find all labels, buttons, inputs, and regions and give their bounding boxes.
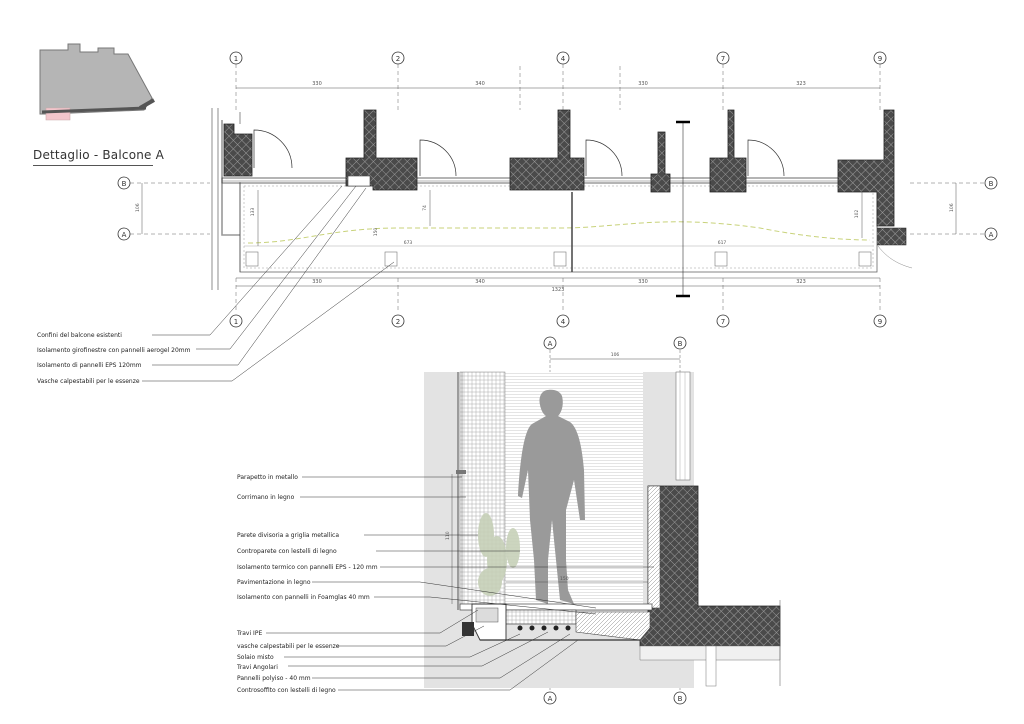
grid-marker-top: 4 [556,51,570,65]
row-marker: A [984,227,998,241]
svg-text:1: 1 [234,55,238,63]
svg-text:B: B [678,340,683,348]
dim-text: 330 [312,279,322,285]
section-axis-marker: B [673,336,687,350]
svg-text:4: 4 [561,318,566,326]
dim-text: 110 [445,531,451,540]
row-marker: A [117,227,131,241]
svg-text:B: B [989,180,994,188]
section-legend-upper: Parapetto in metallo Corrimano in legno … [237,474,378,601]
door-swings [253,129,785,177]
dim-text: 323 [796,279,806,285]
svg-text:A: A [989,231,994,239]
dim-text: 330 [312,81,322,87]
plan-legend: Confini del balcone esistenti Isolamento… [37,332,191,385]
planters [245,251,872,267]
plan-label: Confini del balcone esistenti [37,332,122,339]
section-label: Controparete con lestelli di legno [237,548,337,555]
top-dimensions: 330 340 330 323 [312,81,806,87]
grid-marker-bottom: 4 [556,314,570,328]
section-axis-marker: B [673,691,687,705]
drawing-title: Dettaglio - Balcone A [33,148,165,162]
section-legend-lower: Travi IPE vasche calpestabili per le ess… [236,630,340,694]
dim-text: 133 [250,208,256,217]
svg-text:7: 7 [721,318,725,326]
grid-marker-bottom: 2 [391,314,405,328]
grid-marker-bottom: 1 [229,314,243,328]
svg-text:A: A [548,695,553,703]
dim-text: 15 [374,181,380,186]
key-plan-thumbnail [39,43,155,121]
section-label: Parapetto in metallo [237,474,298,481]
svg-text:2: 2 [396,318,400,326]
human-figure [518,389,585,604]
title-underline [33,165,153,166]
section-label: Controsoffito con lestelli di legno [237,687,336,694]
svg-text:9: 9 [878,318,882,326]
section-axis-marker: A [543,691,557,705]
svg-text:A: A [548,340,553,348]
section-label: Solaio misto [237,654,274,661]
bottom-dimensions: 330 340 330 323 1323 [312,279,806,293]
plan-label: Isolamento girofinestre con pannelli aer… [37,347,191,354]
dim-text: 617 [718,240,727,246]
svg-text:9: 9 [878,55,882,63]
section-label: Corrimano in legno [237,494,295,501]
grid-marker-top: 1 [229,51,243,65]
dim-text: 330 [638,81,648,87]
grid-marker-top: 9 [873,51,887,65]
svg-text:A: A [122,231,127,239]
svg-text:B: B [678,695,683,703]
svg-text:1: 1 [234,318,238,326]
dim-text: 106 [949,203,955,212]
plan-label: Vasche calpestabili per le essenze [37,378,140,385]
section-label: Travi IPE [236,630,262,637]
dim-text: 150 [560,576,569,582]
dim-text: 323 [796,81,806,87]
dim-text: 74 [422,205,428,211]
grid-axes-top: 1 2 4 7 9 [229,51,887,65]
section-label: Parete divisoria a griglia metallica [237,532,339,539]
svg-text:4: 4 [561,55,566,63]
grid-axes-bottom: 1 2 4 7 9 [229,314,887,328]
plan-label: Isolamento di pannelli EPS 120mm [37,362,142,369]
dim-text: 673 [404,240,413,246]
dim-text: 340 [475,279,485,285]
section-axis-marker: A [543,336,557,350]
grid-marker-top: 7 [716,51,730,65]
section-label: Isolamento termico con pannelli EPS - 12… [237,564,378,571]
grid-marker-bottom: 7 [716,314,730,328]
row-marker: B [984,176,998,190]
svg-text:7: 7 [721,55,725,63]
section-label: Pavimentazione in legno [237,579,311,586]
section-label: Travi Angolari [236,664,278,671]
balcony-section: A B A B 106 106 [236,336,781,705]
total-dim: 1323 [552,287,565,293]
section-label: Pannelli polyiso - 40 mm [237,675,311,682]
dim-text: 106 [135,203,141,212]
dim-text: 330 [638,279,648,285]
section-label: Isolamento con pannelli in Foamglas 40 m… [237,594,370,601]
grid-marker-top: 2 [391,51,405,65]
svg-text:2: 2 [396,55,400,63]
row-marker: B [117,176,131,190]
svg-text:B: B [122,180,127,188]
dim-text: 340 [475,81,485,87]
dim-text: 102 [854,210,860,219]
wall-piers [223,109,895,227]
plant-silhouette [478,513,520,596]
dim-text: 106 [611,352,620,358]
section-label: vasche calpestabili per le essenze [237,643,340,650]
grid-marker-bottom: 9 [873,314,887,328]
dim-text: 150 [373,228,379,237]
